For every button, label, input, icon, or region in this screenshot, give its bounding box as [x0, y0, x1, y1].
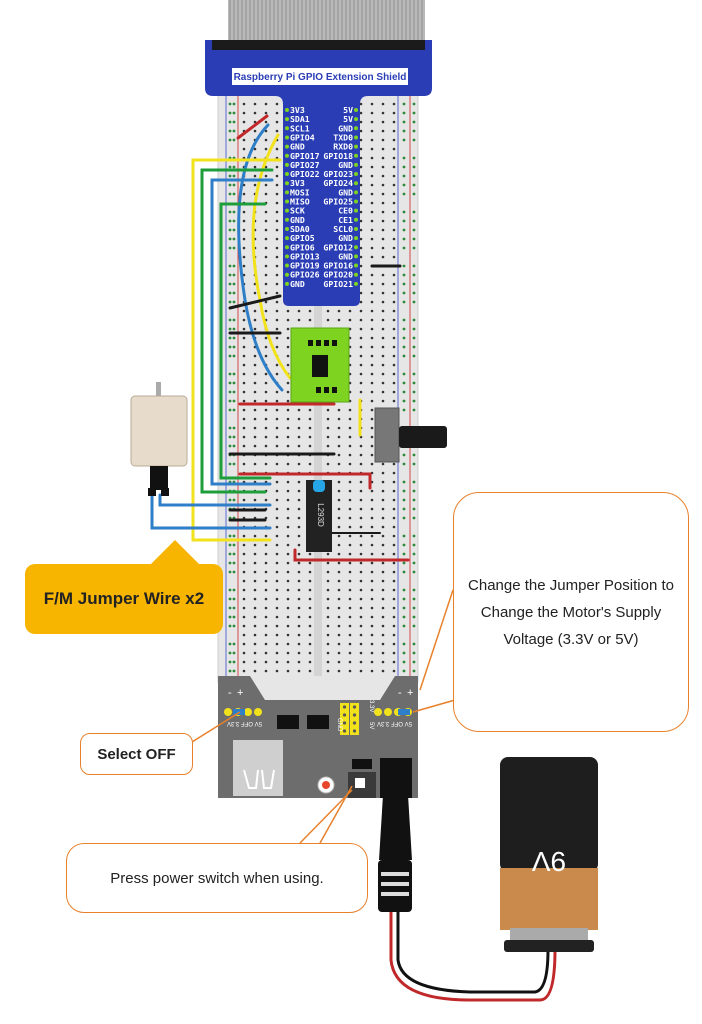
pin-label: TXD0 — [333, 132, 353, 142]
wire-blue-curve — [237, 123, 284, 392]
fm-wire-callout: F/M Jumper Wire x2 — [25, 564, 223, 634]
pin-label: 3V3 — [290, 105, 305, 115]
power-switch-callout: Press power switch when using. — [66, 843, 368, 913]
svg-text:+: + — [237, 687, 243, 699]
wires — [150, 114, 410, 562]
svg-text:+: + — [407, 687, 413, 699]
dc-motor — [130, 382, 188, 496]
pin-label: GPIO27 — [290, 160, 320, 170]
pin-label: GPIO26 — [290, 270, 320, 280]
pin-label: CE0 — [338, 206, 353, 216]
pin-label: GPIO18 — [323, 151, 353, 161]
pin-label: GPIO23 — [323, 169, 353, 179]
motor-driver-board — [290, 327, 350, 403]
output-header — [340, 703, 359, 735]
wire-blue-long — [210, 178, 274, 486]
pin-label: GPIO4 — [290, 132, 315, 142]
pin-label: GPIO13 — [290, 251, 320, 261]
dc-jack — [380, 758, 412, 798]
jumper-voltage-callout: Change the Jumper Position to Change the… — [453, 492, 689, 732]
callout-pointers — [191, 589, 456, 844]
svg-text:GND: GND — [336, 718, 342, 732]
pin-label: 3V3 — [290, 178, 305, 188]
usb-port — [233, 740, 283, 796]
pin-label: GPIO6 — [290, 242, 315, 252]
dc-plug — [378, 795, 557, 1002]
chip-label: L293D — [316, 503, 325, 527]
pin-label: SDA0 — [290, 224, 310, 234]
pin-label: 5V — [343, 105, 353, 115]
motor-driver-chip: L293D — [306, 480, 332, 552]
shield-title: Raspberry Pi GPIO Extension Shield — [234, 72, 407, 83]
wire-green-2 — [219, 202, 272, 480]
pin-label: MOSI — [290, 187, 310, 197]
pin-label: GPIO24 — [323, 178, 353, 188]
svg-text:-: - — [228, 687, 232, 699]
pin-label: GPIO20 — [323, 270, 353, 280]
pin-label: GND — [290, 279, 305, 289]
pin-label: GND — [338, 251, 353, 261]
pin-label: GND — [338, 233, 353, 243]
pin-label: MISO — [290, 197, 310, 207]
pin-label: RXD0 — [333, 142, 353, 152]
wire-red — [236, 114, 269, 140]
right-voltage-jumper[interactable]: 5V OFF 3.3V — [374, 708, 412, 726]
svg-text:3.3V: 3.3V — [368, 700, 374, 712]
pin-label: CE1 — [338, 215, 353, 225]
pin-label: GND — [290, 142, 305, 152]
battery-label: 9V — [532, 846, 567, 877]
pin-label: SCL0 — [333, 224, 353, 234]
wire-blue-motor — [158, 493, 272, 507]
pin-label: GND — [338, 187, 353, 197]
pin-label: SCL1 — [290, 123, 310, 133]
pin-label: GPIO5 — [290, 233, 315, 243]
svg-text:5V OFF 3.3V: 5V OFF 3.3V — [227, 720, 262, 726]
power-led — [322, 781, 330, 789]
select-off-callout: Select OFF — [80, 733, 193, 775]
pin-label: GPIO19 — [290, 261, 320, 271]
wire-yellow-long — [191, 158, 282, 542]
pin-label: GPIO16 — [323, 261, 353, 271]
gpio-extension-shield: Raspberry Pi GPIO Extension Shield 3V3SD… — [205, 40, 432, 306]
pin-label: 5V — [343, 114, 353, 124]
pin-label: SDA1 — [290, 114, 310, 124]
pin-label: SCK — [290, 206, 305, 216]
svg-text:5V: 5V — [368, 722, 374, 729]
pin-label: GND — [338, 123, 353, 133]
potentiometer[interactable] — [374, 407, 447, 463]
pin-label: GND — [290, 215, 305, 225]
pin-label: GND — [338, 160, 353, 170]
pin-label: GPIO17 — [290, 151, 320, 161]
ribbon-cable — [228, 0, 425, 44]
wire-green-1 — [200, 168, 274, 494]
breadboard-power-module: - + - + 5V OFF 3.3V 5V OFF 3.3V GND 3.3V… — [218, 676, 418, 798]
svg-text:-: - — [398, 687, 402, 699]
battery-9v: 9V — [500, 757, 598, 952]
pin-label: GPIO25 — [323, 197, 353, 207]
svg-text:5V OFF 3.3V: 5V OFF 3.3V — [377, 720, 412, 726]
pin-label: GPIO21 — [323, 279, 353, 289]
pin-label: GPIO12 — [323, 242, 353, 252]
pin-label: GPIO22 — [290, 169, 320, 179]
wire-blue-motor2 — [150, 493, 272, 530]
fm-callout-pointer — [150, 540, 200, 565]
